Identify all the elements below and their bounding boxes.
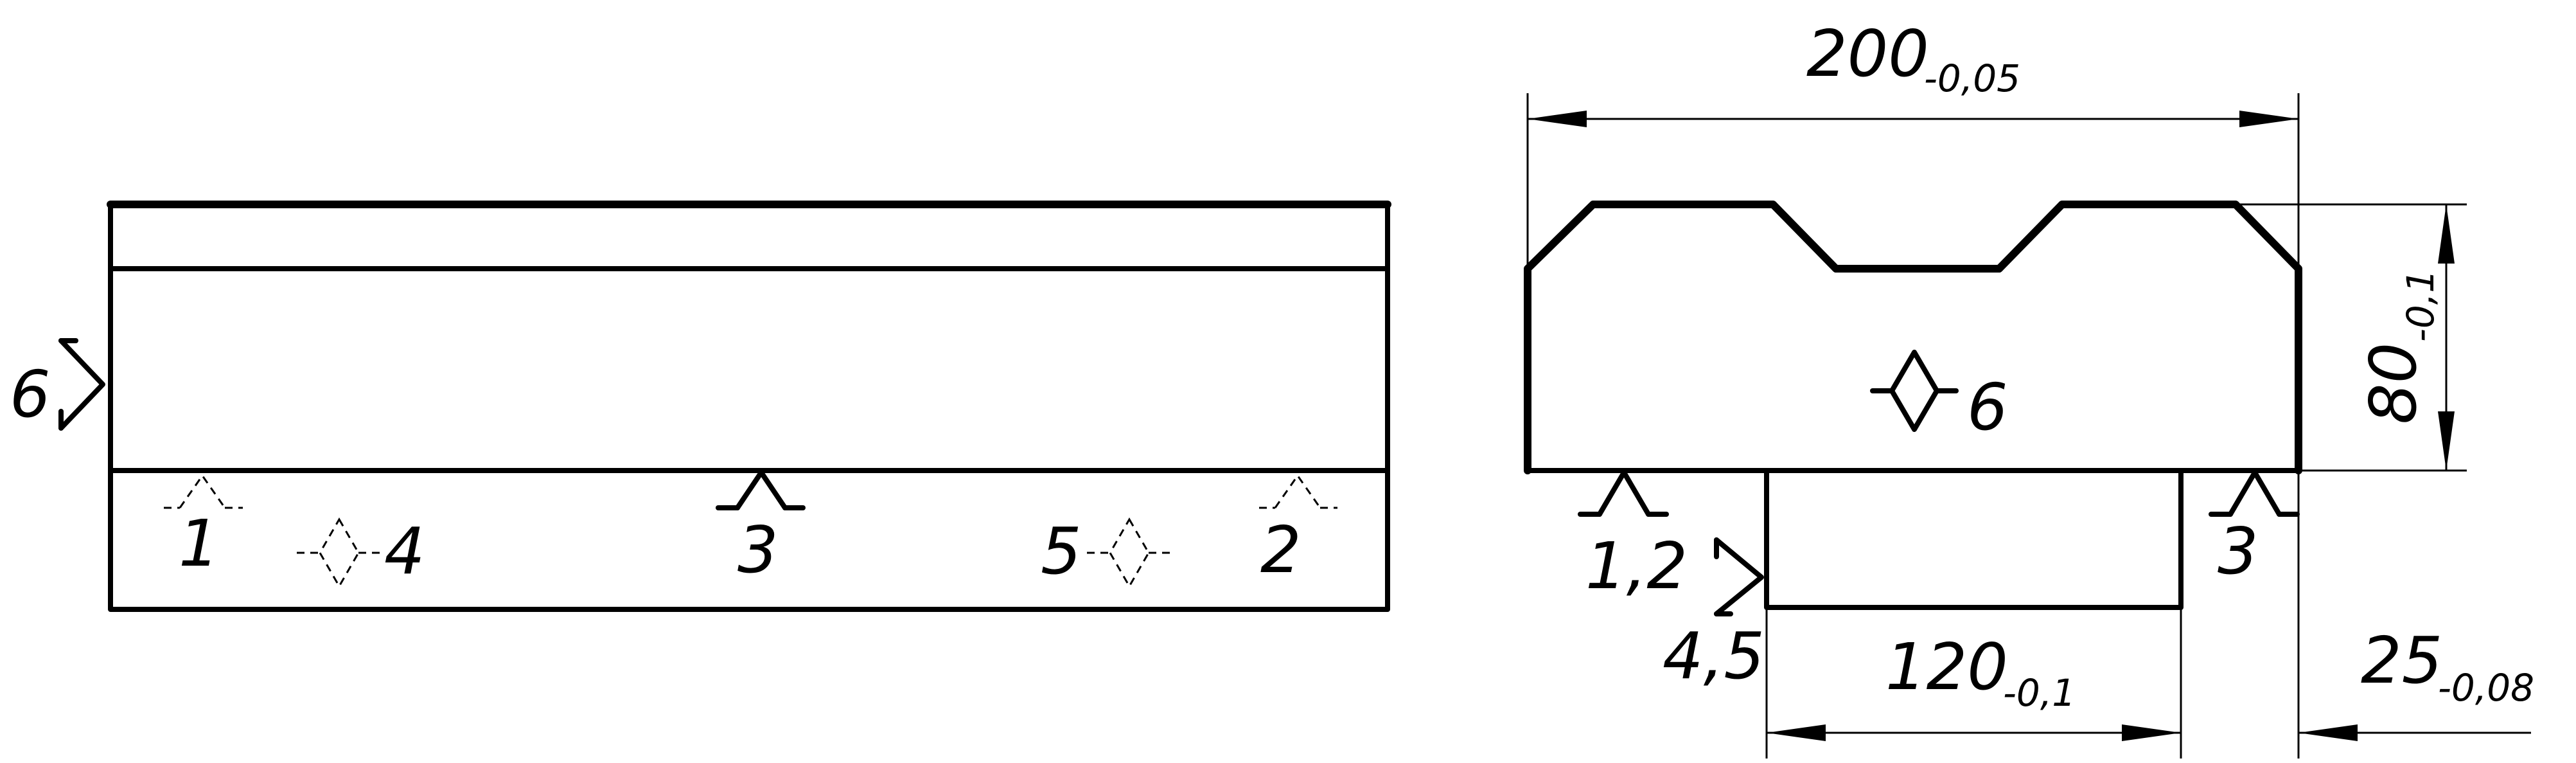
label-2: 2 [1260, 512, 1301, 588]
dim-120-tolerance: -0,1 [2003, 671, 2076, 715]
label-45: 4,5 [1663, 618, 1765, 694]
diamond-symbol-5 [1087, 517, 1172, 589]
dim-25-tolerance: -0,08 [2438, 666, 2534, 710]
dimension-120 [1765, 607, 2182, 759]
dim-25-value: 25 [2361, 623, 2442, 698]
support-symbol-12 [1578, 470, 1669, 517]
dim-80-value: 80 [2356, 343, 2431, 424]
diamond-symbol-4 [297, 517, 382, 589]
support-symbol-6-left [58, 338, 105, 431]
label-5: 5 [1041, 514, 1082, 589]
side-body-profile [1524, 201, 2302, 474]
dimension-25 [2297, 471, 2531, 759]
label-3-side: 3 [2218, 514, 2259, 589]
label-6-left: 6 [10, 357, 51, 432]
label-3-front: 3 [737, 512, 779, 588]
label-12: 1,2 [1585, 528, 1688, 604]
label-1: 1 [179, 506, 220, 581]
dimension-80 [2236, 203, 2467, 472]
front-outline [108, 202, 1390, 612]
support-symbol-2 [1259, 474, 1337, 509]
dim-120-value: 120 [1885, 629, 2008, 705]
support-symbol-3-front [716, 470, 806, 510]
label-6-side: 6 [1967, 370, 2008, 445]
side-view: 6 1,2 3 4,5 200 -0 [1524, 16, 2534, 759]
support-symbol-3-side [2209, 470, 2300, 517]
dim-200-value: 200 [1806, 16, 1929, 91]
dim-200-tolerance: -0,05 [1924, 57, 2020, 100]
support-symbol-45 [1714, 537, 1764, 616]
diamond-symbol-6 [1870, 350, 1959, 432]
dimension-200 [1526, 93, 2300, 269]
label-4: 4 [384, 514, 425, 589]
dim-80-tolerance: -0,1 [2399, 269, 2442, 342]
side-base-block [1764, 468, 2183, 610]
front-view: 6 1 4 3 5 [10, 201, 1391, 612]
support-symbol-1 [164, 474, 243, 509]
